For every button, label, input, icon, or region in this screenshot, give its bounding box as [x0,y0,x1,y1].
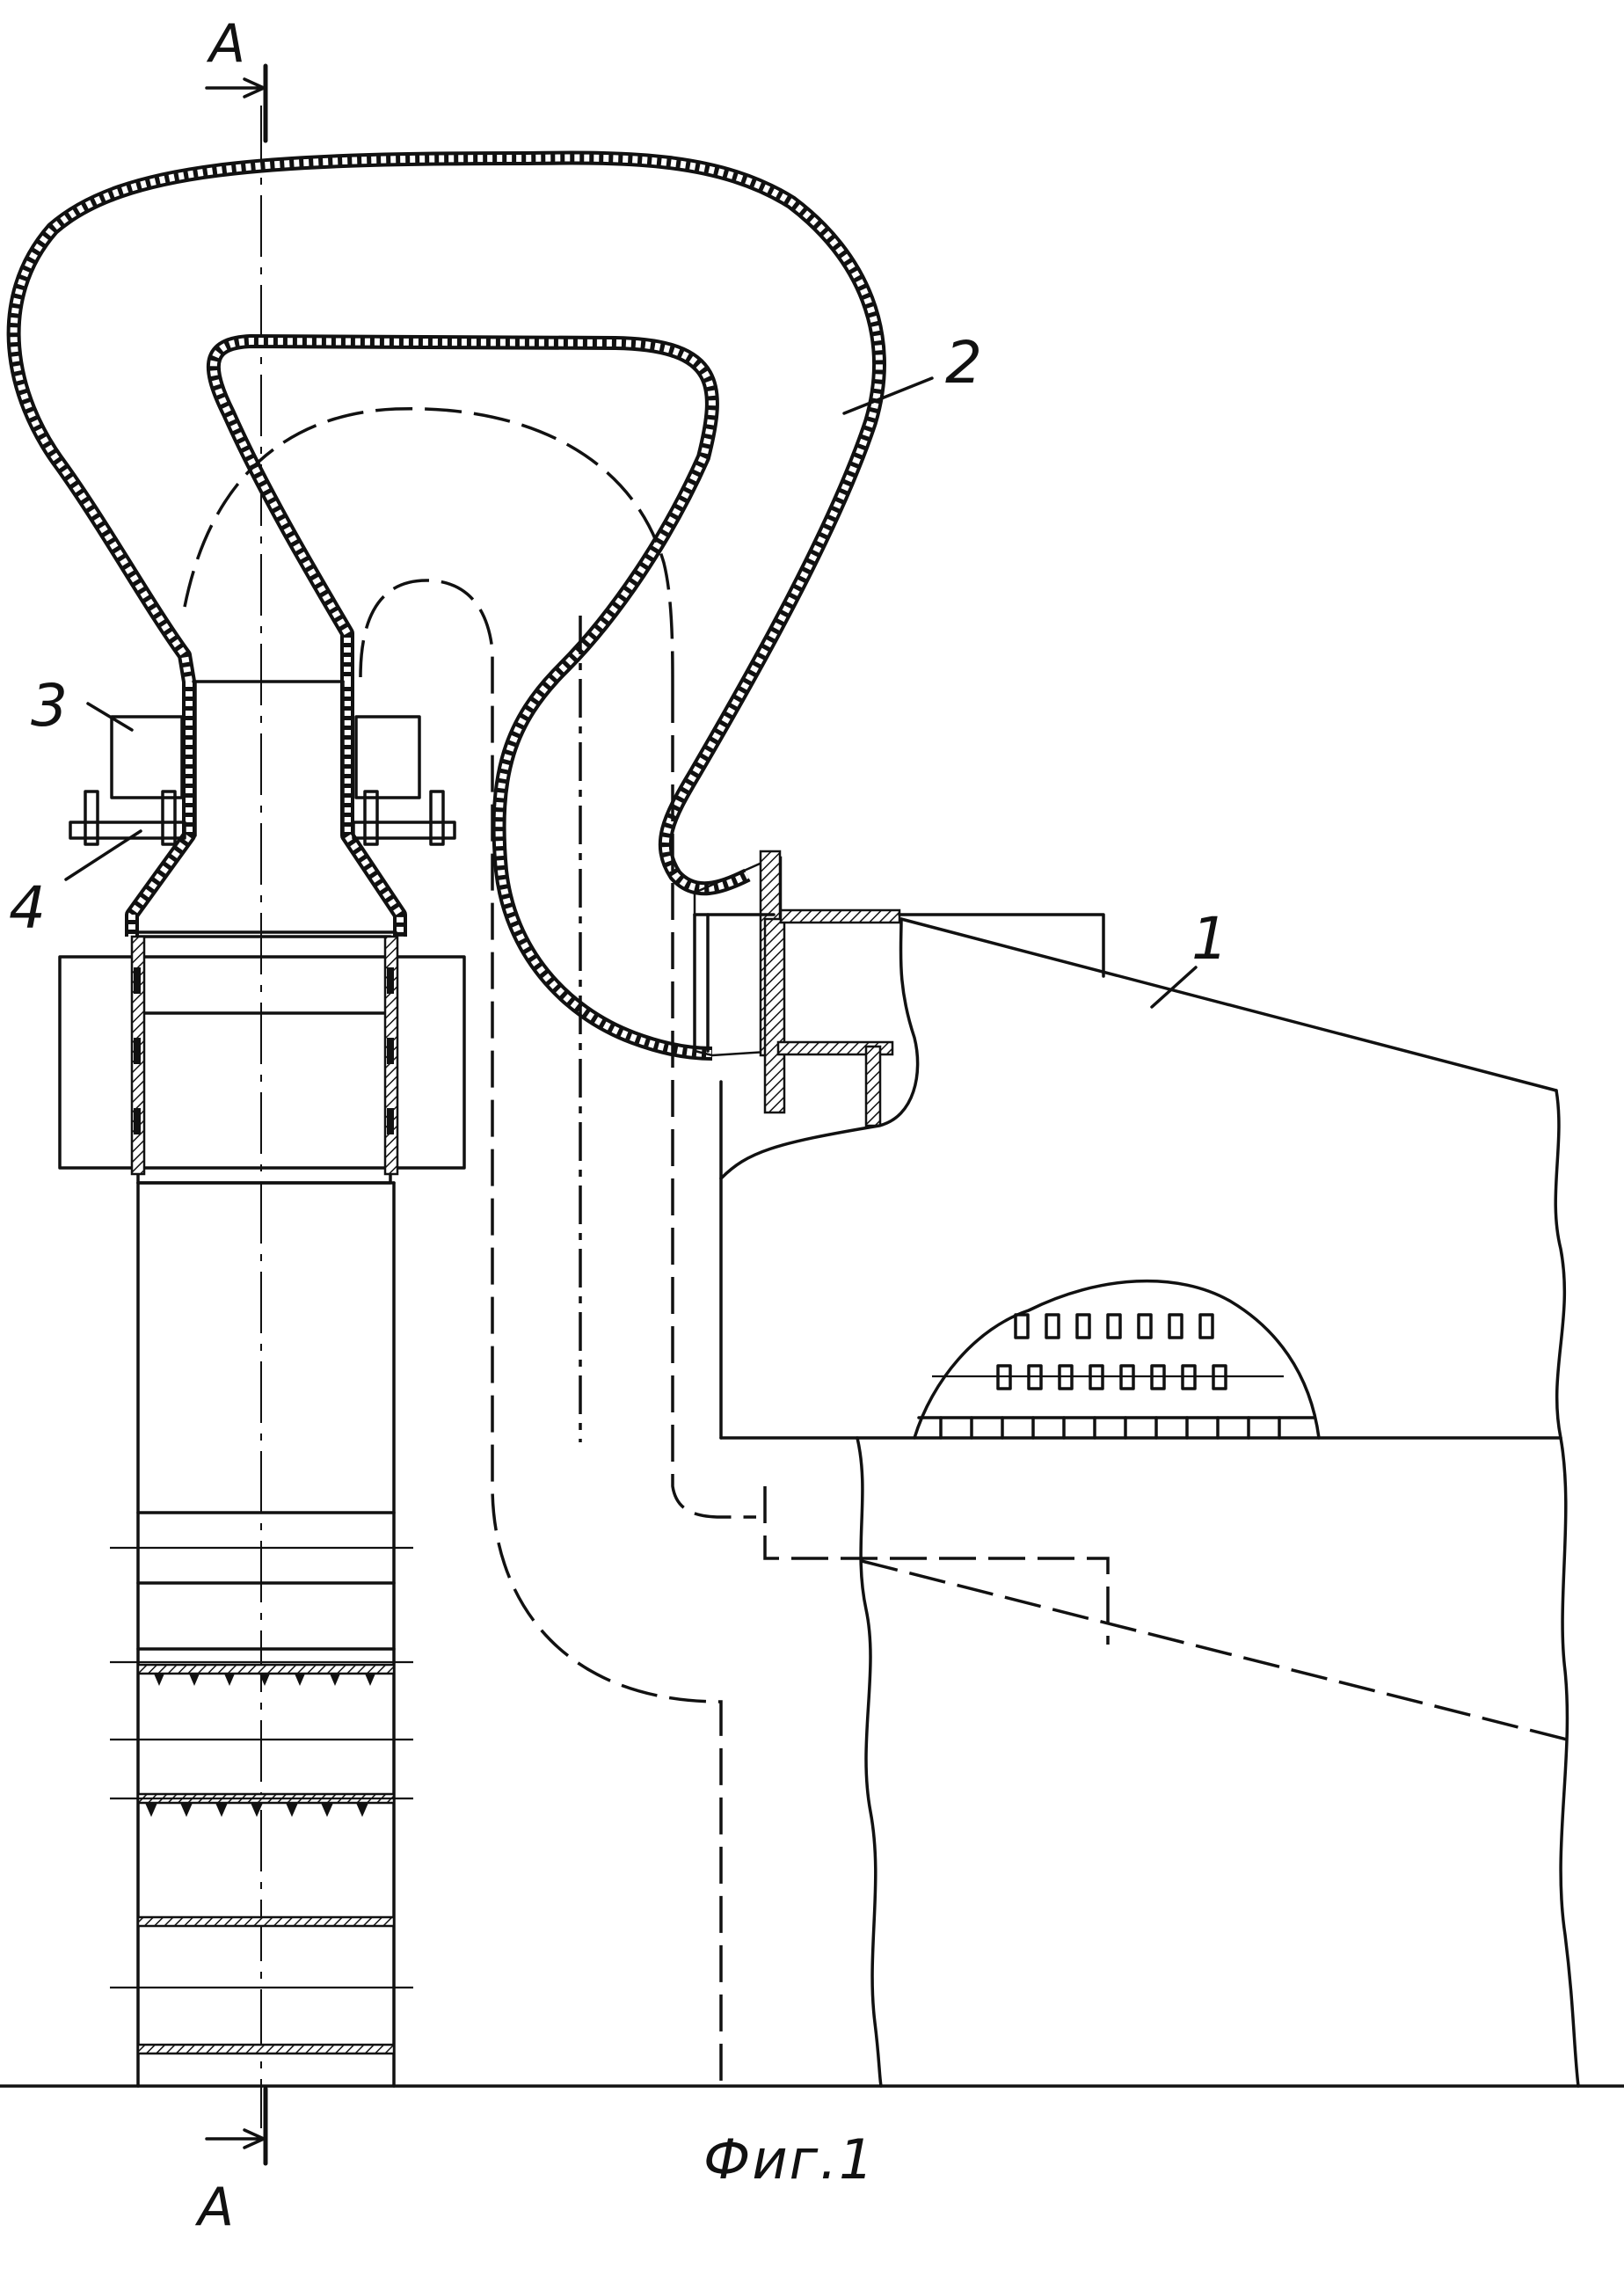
unit-1 [721,915,1578,2086]
flange-4 [70,791,455,844]
section-label-top: A [209,18,245,70]
section-arrow-top [207,79,264,97]
clamp-3 [112,717,419,798]
section-arrow-bottom [207,2130,264,2148]
leader-2 [844,378,932,413]
connector-flange [695,851,899,1126]
section-label-bottom: A [198,2181,234,2234]
figure-caption: Фиг.1 [703,2133,875,2187]
callout-3: 3 [31,677,68,735]
callout-1: 1 [1191,910,1228,968]
duct-2 [14,158,879,1054]
callout-2: 2 [945,334,982,392]
callout-4: 4 [9,879,46,937]
